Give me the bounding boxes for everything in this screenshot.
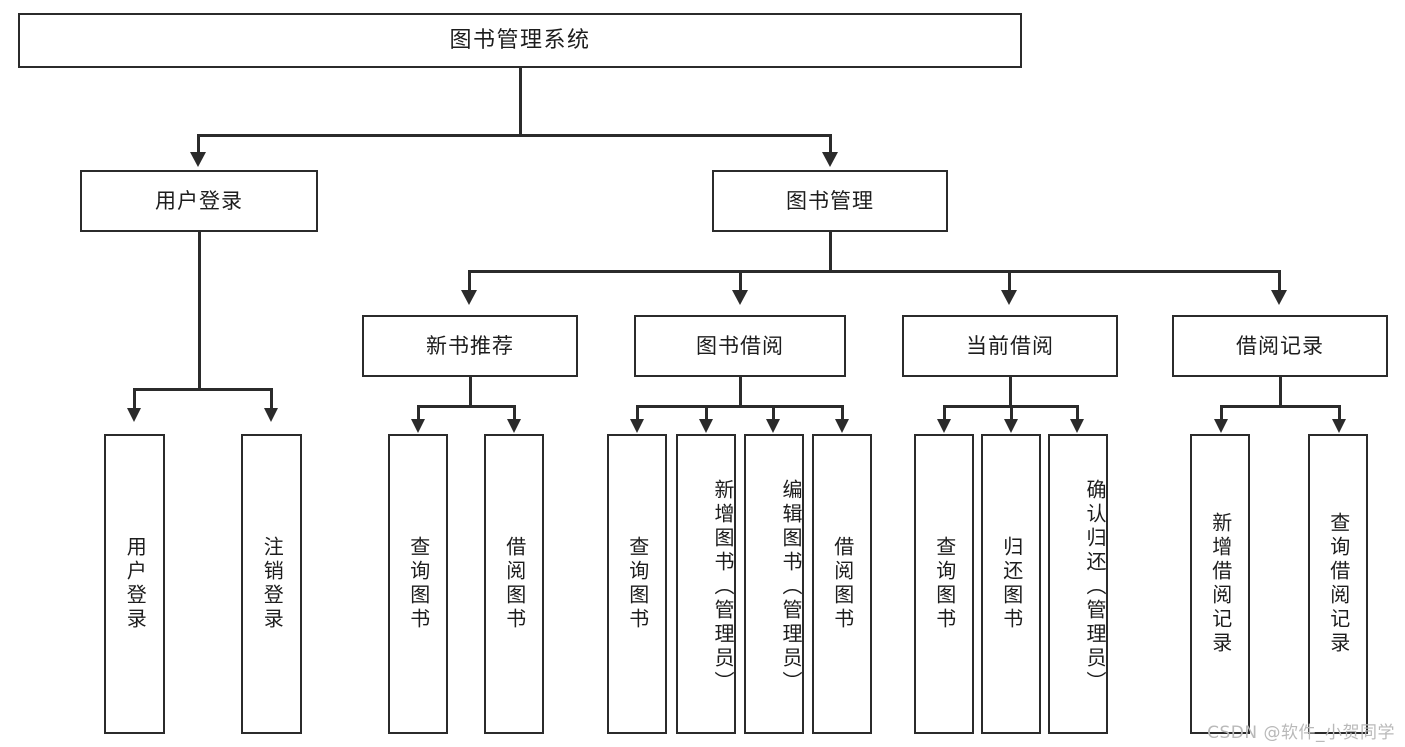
connector-bm-drop-2 [739, 270, 742, 292]
connector-bm-drop-4 [1278, 270, 1281, 292]
node-label: 借阅图书 [502, 536, 527, 632]
arrowhead-bb-leaf-4 [835, 419, 849, 433]
connector-book-manage-stem [829, 232, 832, 272]
arrowhead-borrow-record [1271, 290, 1287, 305]
node-current-borrow[interactable]: 当前借阅 [902, 315, 1118, 377]
connector-bb-drop-3 [772, 405, 775, 421]
arrowhead-bb-leaf-3 [766, 419, 780, 433]
node-book-borrow[interactable]: 图书借阅 [634, 315, 846, 377]
leaf-logout[interactable]: 注销登录 [241, 434, 302, 734]
connector-user-login-bus [133, 388, 272, 391]
connector-bb-bus [636, 405, 844, 408]
connector-bb-drop-4 [841, 405, 844, 421]
node-label: 图书管理 [786, 188, 874, 213]
node-label: 编辑图书（管理员） [779, 479, 803, 695]
arrowhead-cb-leaf-2 [1004, 419, 1018, 433]
connector-cb-stem [1009, 377, 1012, 407]
leaf-user-login[interactable]: 用户登录 [104, 434, 165, 734]
connector-nbr-stem [469, 377, 472, 407]
node-label: 查询图书 [625, 536, 650, 632]
leaf-bb-add-book-admin[interactable]: 新增图书（管理员） [676, 434, 736, 734]
connector-bm-drop-3 [1008, 270, 1011, 292]
leaf-nbr-query-book[interactable]: 查询图书 [388, 434, 448, 734]
connector-root-stem [519, 68, 522, 136]
node-label: 新增借阅记录 [1208, 512, 1233, 656]
node-label: 注销登录 [260, 536, 285, 632]
connector-br-stem [1279, 377, 1282, 407]
node-label: 借阅图书 [830, 536, 855, 632]
connector-cb-drop-1 [943, 405, 946, 421]
node-label: 借阅记录 [1236, 333, 1324, 358]
arrowhead-cb-leaf-3 [1070, 419, 1084, 433]
node-label: 新书推荐 [426, 333, 514, 358]
node-label: 查询图书 [406, 536, 431, 632]
arrowhead-user-login [190, 152, 206, 167]
arrowhead-leaf-user-login [127, 408, 141, 422]
node-book-manage[interactable]: 图书管理 [712, 170, 948, 232]
connector-br-drop-2 [1338, 405, 1341, 421]
connector-nbr-bus [417, 405, 515, 408]
connector-br-bus [1220, 405, 1340, 408]
arrowhead-bb-leaf-1 [630, 419, 644, 433]
arrowhead-book-borrow [732, 290, 748, 305]
connector-root-to-user-login [197, 134, 200, 154]
node-label: 确认归还（管理员） [1083, 479, 1107, 695]
connector-cb-drop-2 [1010, 405, 1013, 421]
node-label: 查询图书 [932, 536, 957, 632]
connector-nbr-drop-1 [417, 405, 420, 421]
arrowhead-bb-leaf-2 [699, 419, 713, 433]
connector-user-login-drop-2 [270, 388, 273, 410]
arrowhead-nbr-leaf-1 [411, 419, 425, 433]
node-label: 图书管理系统 [449, 27, 591, 53]
connector-cb-drop-3 [1076, 405, 1079, 421]
leaf-bb-edit-book-admin[interactable]: 编辑图书（管理员） [744, 434, 804, 734]
node-borrow-record[interactable]: 借阅记录 [1172, 315, 1388, 377]
leaf-bb-borrow-book[interactable]: 借阅图书 [812, 434, 872, 734]
arrowhead-book-manage [822, 152, 838, 167]
connector-user-login-drop-1 [133, 388, 136, 410]
connector-bb-stem [739, 377, 742, 407]
leaf-nbr-borrow-book[interactable]: 借阅图书 [484, 434, 544, 734]
arrowhead-nbr-leaf-2 [507, 419, 521, 433]
node-root-system[interactable]: 图书管理系统 [18, 13, 1022, 68]
connector-nbr-drop-2 [513, 405, 516, 421]
arrowhead-br-leaf-1 [1214, 419, 1228, 433]
arrowhead-current-borrow [1001, 290, 1017, 305]
node-label: 新增图书（管理员） [711, 479, 735, 695]
connector-root-bus [197, 134, 832, 137]
leaf-bb-query-book[interactable]: 查询图书 [607, 434, 667, 734]
connector-br-drop-1 [1220, 405, 1223, 421]
arrowhead-cb-leaf-1 [937, 419, 951, 433]
leaf-cb-return-book[interactable]: 归还图书 [981, 434, 1041, 734]
leaf-cb-confirm-return-admin[interactable]: 确认归还（管理员） [1048, 434, 1108, 734]
connector-book-manage-bus [468, 270, 1280, 273]
arrowhead-br-leaf-2 [1332, 419, 1346, 433]
node-user-login[interactable]: 用户登录 [80, 170, 318, 232]
connector-bm-drop-1 [468, 270, 471, 292]
node-new-book-recommend[interactable]: 新书推荐 [362, 315, 578, 377]
leaf-cb-query-book[interactable]: 查询图书 [914, 434, 974, 734]
arrowhead-new-book-recommend [461, 290, 477, 305]
connector-root-to-book-manage [829, 134, 832, 154]
leaf-br-query-record[interactable]: 查询借阅记录 [1308, 434, 1368, 734]
node-label: 归还图书 [999, 536, 1024, 632]
node-label: 用户登录 [155, 188, 243, 213]
node-label: 当前借阅 [966, 333, 1054, 358]
node-label: 图书借阅 [696, 333, 784, 358]
connector-bb-drop-2 [705, 405, 708, 421]
arrowhead-leaf-logout [264, 408, 278, 422]
connector-bb-drop-1 [636, 405, 639, 421]
connector-user-login-stem [198, 232, 201, 390]
node-label: 查询借阅记录 [1326, 512, 1351, 656]
leaf-br-add-record[interactable]: 新增借阅记录 [1190, 434, 1250, 734]
node-label: 用户登录 [123, 536, 148, 632]
